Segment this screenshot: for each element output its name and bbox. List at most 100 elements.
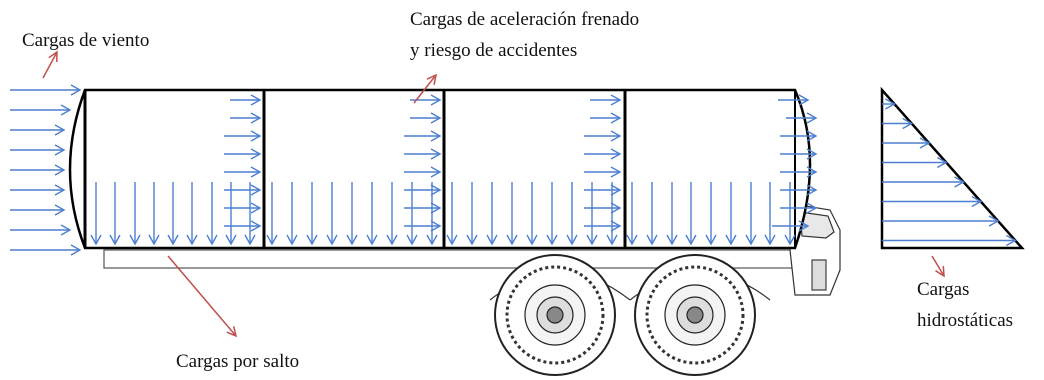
jump-load-arrow [745,182,757,246]
wind-load-arrow-head [54,144,66,156]
jump-load-arrow-head [406,234,418,246]
jump-load-arrow [486,182,498,246]
jump-load-arrow [546,182,558,246]
acceleration-load-arrow [584,220,622,232]
jump-load-arrow [446,182,458,246]
hydrostatic-load-arrow-head [919,137,931,149]
acceleration-load-arrow-head [610,202,622,214]
hydrostatic-load-arrow [882,195,983,208]
jump-load-arrow [685,182,697,246]
acceleration-callout-arrow [413,73,438,104]
acceleration-load-arrow-head [250,166,262,178]
acceleration-load-arrow-head [806,202,818,214]
acceleration-load-arrow-head [610,166,622,178]
jump-load-arrow-head [764,234,776,246]
acceleration-load-arrow-head [250,148,262,160]
jump-load-arrow [148,182,160,246]
acceleration-load-arrow-head [250,112,262,124]
jump-load-arrow-head [148,234,160,246]
wind-callout-arrow-shaft [42,51,58,79]
jump-load-arrow [626,182,638,246]
jump-load-arrow-head [186,234,198,246]
acceleration-load-arrow [404,148,442,160]
jump-load-arrow-head [109,234,121,246]
acceleration-load-arrow [590,94,622,106]
wind-load-arrow [10,124,66,136]
acceleration-load-arrow-head [806,112,818,124]
jump-load-arrow-head [685,234,697,246]
label-hydrostatic-loads-line2: hidrostáticas [917,310,1014,331]
jump-load-arrow-head [566,234,578,246]
jump-load-arrow [666,182,678,246]
label-acceleration-loads-line2: y riesgo de accidentes [410,40,578,61]
wind-load-arrow-head [54,184,66,196]
hydrostatic-load-arrow-head [988,215,1000,227]
acceleration-load-arrow [230,112,262,124]
wind-load-arrow [10,244,82,256]
acceleration-load-arrow-head [250,220,262,232]
acceleration-load-arrow-head [798,94,810,106]
jump-load-arrow [306,182,318,246]
hydrostatic-load-arrow [882,137,931,149]
hydrostatic-callout-arrow-head [935,265,945,278]
jump-load-arrow-head [306,234,318,246]
acceleration-load-arrow [780,202,818,214]
acceleration-load-arrow [404,220,442,232]
jump-load-arrow-head [386,234,398,246]
label-wind-loads: Cargas de viento [22,30,150,51]
callout-arrows [42,50,945,338]
acceleration-load-arrow [584,148,622,160]
acceleration-load-arrow-head [250,130,262,142]
jump-load-arrow-head [129,234,141,246]
acceleration-load-arrow [404,184,442,196]
wheel-front [494,254,616,376]
jump-load-arrow-head [244,234,256,246]
acceleration-load-arrow [230,94,262,106]
acceleration-load-arrow [224,202,262,214]
jump-load-arrow [586,182,598,246]
jump-load-arrow-head [167,234,179,246]
jump-load-arrow-head [705,234,717,246]
jump-load-arrow-head [506,234,518,246]
jump-load-arrow [244,182,256,246]
acceleration-load-arrow [786,112,818,124]
acceleration-load-arrow [224,130,262,142]
label-hydrostatic-loads-line1: Cargas [917,279,970,300]
acceleration-load-arrow-head [250,94,262,106]
acceleration-load-arrow [224,148,262,160]
wind-load-arrow [10,204,66,216]
acceleration-load-arrow [224,220,262,232]
acceleration-load-arrow [404,202,442,214]
acceleration-load-arrow [584,202,622,214]
jump-callout-arrow-head [226,326,238,338]
mud-flap [811,259,827,291]
jump-load-arrow [90,182,102,246]
load-arrows [10,84,1017,256]
jump-load-arrow-head [346,234,358,246]
acceleration-load-arrow-head [610,148,622,160]
wheel-rear [634,254,756,376]
hydrostatic-load-arrow-head [954,176,965,188]
wind-load-arrow-head [54,164,66,176]
label-jump-loads: Cargas por salto [176,351,300,372]
jump-load-arrow [725,182,737,246]
wind-load-arrow [10,224,72,236]
jump-load-arrow-head [526,234,538,246]
acceleration-load-arrow-head [430,184,442,196]
acceleration-load-arrow-head [806,166,818,178]
wind-load-arrow [10,84,82,96]
wind-load-arrow-head [70,244,82,256]
acceleration-load-arrow [780,184,818,196]
acceleration-load-arrow-head [610,220,622,232]
acceleration-load-arrow-head [430,130,442,142]
label-acceleration-loads-line1: Cargas de aceleración frenado [410,9,640,30]
jump-load-arrow [466,182,478,246]
wind-load-arrow [10,104,72,116]
jump-load-arrow-head [646,234,658,246]
acceleration-load-arrow [404,130,442,142]
acceleration-load-arrow-head [430,112,442,124]
acceleration-load-arrow [780,166,818,178]
jump-load-arrow [606,182,618,246]
jump-load-arrow [225,182,237,246]
jump-load-arrow [366,182,378,246]
